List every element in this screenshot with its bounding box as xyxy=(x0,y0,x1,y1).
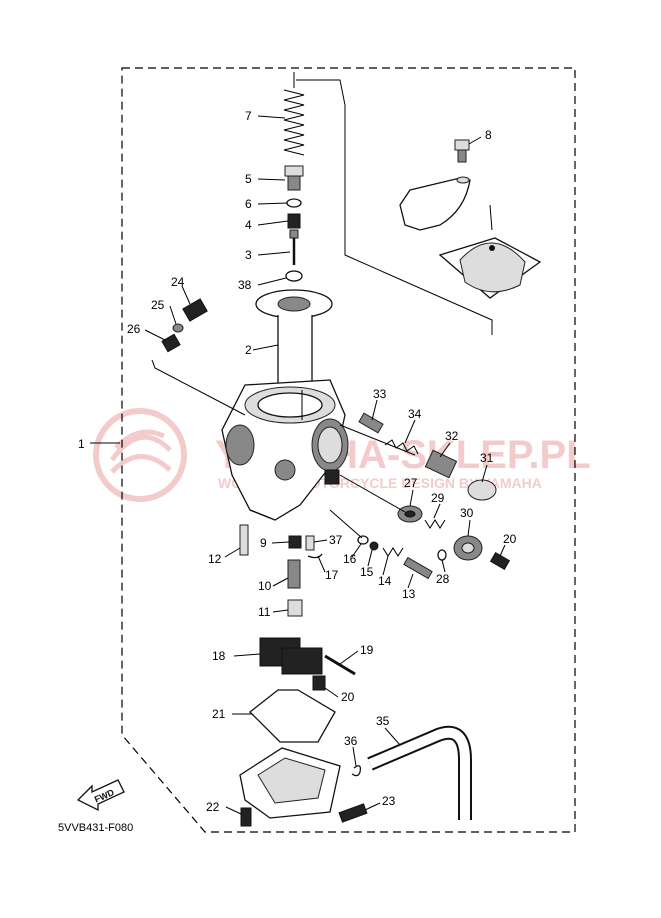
part-19-float-pin xyxy=(324,654,356,676)
label-part-14: 14 xyxy=(378,574,392,588)
part-33-screw xyxy=(358,412,384,434)
part-17-clip xyxy=(307,553,323,559)
part-10-needle-jet xyxy=(287,559,301,589)
part-36-hose-clip xyxy=(351,765,362,777)
label-part-7: 7 xyxy=(245,109,252,123)
part-37-jet xyxy=(305,535,315,551)
label-part-3: 3 xyxy=(245,248,252,262)
part-3-jet-needle xyxy=(289,229,299,265)
label-part-20-upper: 20 xyxy=(503,532,517,546)
label-part-9: 9 xyxy=(260,536,267,550)
label-part-27: 27 xyxy=(404,476,418,490)
float-bowl xyxy=(239,747,341,819)
label-part-31: 31 xyxy=(480,451,494,465)
part-5-needle-holder xyxy=(284,165,304,191)
label-part-28: 28 xyxy=(436,572,450,586)
label-part-20-lower: 20 xyxy=(341,690,355,704)
watermark-logo-ring xyxy=(93,408,187,502)
part-6-clip xyxy=(286,198,302,208)
label-part-30: 30 xyxy=(460,506,474,520)
label-part-35: 35 xyxy=(376,714,390,728)
part-22-drain-screw xyxy=(240,807,252,827)
part-4-small-spring xyxy=(287,213,301,229)
label-part-29: 29 xyxy=(431,491,445,505)
label-part-18: 18 xyxy=(212,649,226,663)
label-part-38: 38 xyxy=(238,278,252,292)
label-part-21: 21 xyxy=(212,707,226,721)
label-part-17: 17 xyxy=(325,568,339,582)
leader-lines xyxy=(90,79,506,815)
part-labels: 1 2 3 4 5 6 7 8 9 10 11 12 13 14 15 16 1… xyxy=(78,109,517,814)
label-part-4: 4 xyxy=(245,218,252,232)
diagram-code: 5VVB431-F080 xyxy=(58,822,133,834)
part-26-screw xyxy=(161,333,181,353)
part-32-plunger xyxy=(424,449,458,479)
label-part-26: 26 xyxy=(127,322,141,336)
label-part-11: 11 xyxy=(258,605,271,619)
label-part-10: 10 xyxy=(258,579,272,593)
part-24-screw xyxy=(182,298,208,322)
label-part-8: 8 xyxy=(485,128,492,142)
part-34-spring xyxy=(384,439,419,455)
label-part-2: 2 xyxy=(245,343,252,357)
label-part-36: 36 xyxy=(344,734,358,748)
label-part-6: 6 xyxy=(245,197,252,211)
part-9-pilot-jet xyxy=(288,535,302,549)
part-21-gasket xyxy=(249,689,336,743)
part-7-spring xyxy=(283,72,305,156)
part-28-o-ring xyxy=(437,549,447,561)
part-29-spring xyxy=(424,519,446,529)
part-20-screw-upper xyxy=(489,551,511,571)
part-15-washer xyxy=(369,541,379,551)
label-part-23: 23 xyxy=(382,794,396,808)
part-2-piston-diaphragm xyxy=(255,289,333,390)
part-16-o-ring xyxy=(357,535,369,545)
label-part-24: 24 xyxy=(171,275,185,289)
label-part-22: 22 xyxy=(206,800,220,814)
label-part-16: 16 xyxy=(343,552,357,566)
part-12-nipple xyxy=(239,524,249,556)
part-8-screw xyxy=(454,139,470,163)
part-31-cap xyxy=(467,479,497,501)
top-cover xyxy=(438,237,542,299)
label-part-25: 25 xyxy=(151,298,165,312)
assembly-boundary xyxy=(121,67,576,833)
label-part-33: 33 xyxy=(373,387,387,401)
part-20-screw-lower xyxy=(312,675,326,691)
label-part-15: 15 xyxy=(360,565,374,579)
part-1-carburetor-body xyxy=(221,379,349,521)
part-11-main-jet xyxy=(287,599,303,617)
part-14-spring xyxy=(382,547,404,557)
part-35-drain-hose xyxy=(367,725,472,820)
part-25-spring xyxy=(172,323,184,333)
part-38-washer xyxy=(285,270,303,282)
part-27-diaphragm xyxy=(397,505,423,523)
label-part-13: 13 xyxy=(402,587,416,601)
watermark-logo-mark xyxy=(109,429,172,474)
label-part-37: 37 xyxy=(329,533,343,547)
label-part-1: 1 xyxy=(78,437,85,451)
label-part-5: 5 xyxy=(245,172,252,186)
part-30-cover xyxy=(453,535,483,561)
label-part-32: 32 xyxy=(445,429,459,443)
part-23-screw xyxy=(338,803,368,823)
label-part-34: 34 xyxy=(408,407,422,421)
part-13-pilot-screw xyxy=(403,556,433,580)
label-part-19: 19 xyxy=(360,643,374,657)
forward-arrow-icon: FWD xyxy=(76,779,125,812)
part-18-float xyxy=(259,637,323,675)
label-part-12: 12 xyxy=(208,552,222,566)
throttle-cable-bracket xyxy=(399,176,471,231)
